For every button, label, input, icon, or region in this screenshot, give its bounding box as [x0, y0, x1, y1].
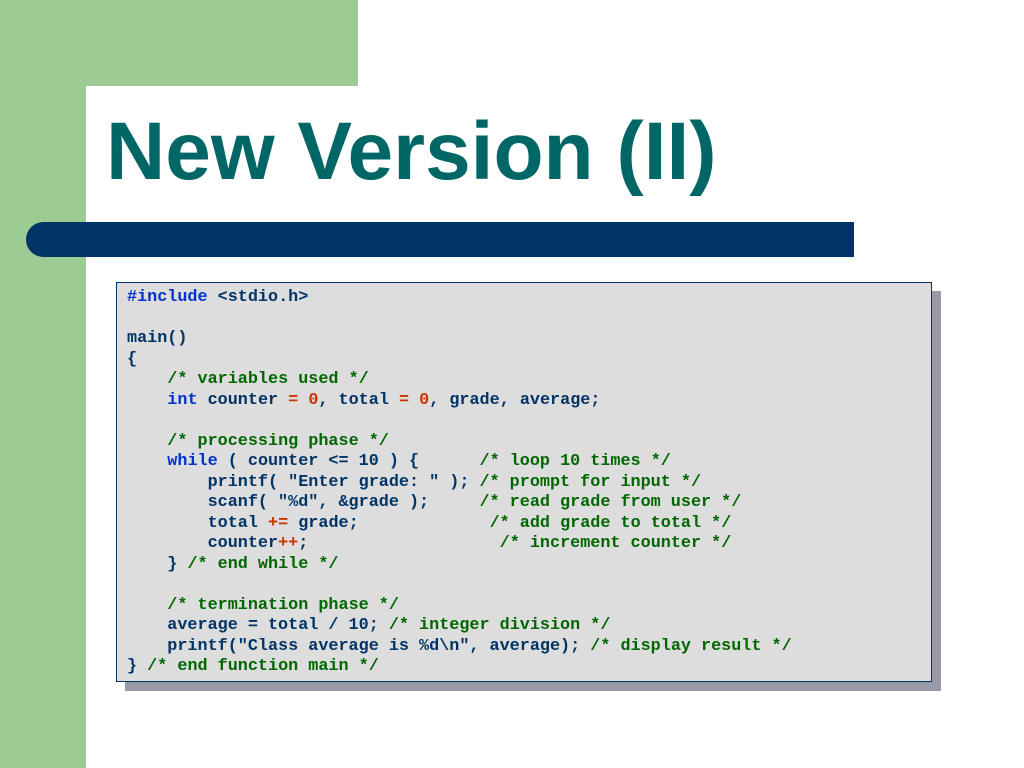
code-token: printf("Class average is %d\n", average)… — [127, 636, 591, 656]
code-token: } — [127, 554, 188, 574]
code-token: main() — [127, 329, 188, 348]
code-line: printf("Class average is %d\n", average)… — [127, 636, 792, 658]
code-box: #include <stdio.h> main(){ /* variables … — [116, 282, 932, 682]
code-token — [127, 452, 167, 471]
code-token — [127, 370, 167, 389]
code-token: counter — [197, 390, 289, 410]
code-line: average = total / 10; /* integer divisio… — [127, 616, 792, 637]
code-line: while ( counter <= 10 ) { /* loop 10 tim… — [127, 452, 792, 473]
code-token: , grade, average; — [429, 390, 601, 410]
code-token: /* end while */ — [187, 554, 339, 574]
code-line: } /* end function main */ — [127, 657, 792, 678]
code-token — [409, 391, 419, 410]
code-token: , total — [318, 390, 399, 410]
code-token: grade; — [288, 513, 490, 533]
code-token: scanf( "%d", &grade ); — [127, 493, 480, 512]
code-token: /* variables used */ — [167, 370, 369, 389]
code-line: /* processing phase */ — [127, 432, 792, 453]
code-line: int counter = 0, total = 0, grade, avera… — [127, 391, 792, 412]
code-line — [127, 411, 792, 432]
code-token: ++ — [278, 534, 299, 553]
code-token: = — [288, 390, 299, 410]
code-token — [298, 391, 308, 410]
code-token: = — [398, 390, 410, 410]
code-token: /* processing phase */ — [167, 431, 389, 451]
code-token: ( counter <= 10 ) { — [217, 452, 480, 471]
code-line: scanf( "%d", &grade ); /* read grade fro… — [127, 493, 792, 514]
code-line: /* variables used */ — [127, 370, 792, 391]
code-token: { — [127, 349, 138, 369]
code-token: total — [127, 513, 268, 533]
code-token: /* integer division */ — [388, 616, 611, 635]
code-line: { — [127, 350, 792, 371]
code-token: /* read grade from user */ — [479, 493, 742, 512]
code-token: average = total / 10; — [127, 616, 389, 635]
code-line: } /* end while */ — [127, 555, 792, 576]
code-token — [127, 391, 167, 410]
code-token — [127, 432, 167, 451]
code-token: #include — [127, 288, 208, 307]
code-token: ; — [298, 534, 500, 553]
code-line: counter++; /* increment counter */ — [127, 534, 792, 555]
code-token: while — [167, 452, 218, 471]
code-line: /* termination phase */ — [127, 596, 792, 617]
code-line: #include <stdio.h> — [127, 288, 792, 309]
code-token: /* prompt for input */ — [479, 472, 702, 492]
code-line: total += grade; /* add grade to total */ — [127, 514, 792, 535]
code-line — [127, 575, 792, 596]
slide-title: New Version (II) — [106, 106, 717, 197]
code-line: main() — [127, 329, 792, 350]
code-token: printf( "Enter grade: " ); — [127, 472, 480, 492]
code-token: /* termination phase */ — [167, 595, 399, 615]
code-token: /* loop 10 times */ — [479, 452, 671, 471]
code-token — [127, 596, 167, 615]
code-line — [127, 309, 792, 330]
code-token: /* increment counter */ — [499, 534, 732, 553]
code-block: #include <stdio.h> main(){ /* variables … — [127, 288, 792, 678]
code-token: /* end function main */ — [147, 657, 379, 676]
title-underline-bar — [26, 222, 854, 257]
code-token: += — [268, 513, 289, 533]
code-token: /* display result */ — [590, 636, 792, 656]
green-frame-left — [0, 0, 86, 768]
code-token: int — [167, 390, 198, 410]
code-token: } — [127, 657, 148, 676]
code-line: printf( "Enter grade: " ); /* prompt for… — [127, 473, 792, 494]
code-token: counter — [127, 534, 279, 553]
code-token: 0 — [419, 390, 430, 410]
code-token: <stdio.h> — [207, 288, 309, 307]
code-token: 0 — [308, 390, 319, 410]
code-token: /* add grade to total */ — [489, 513, 732, 533]
